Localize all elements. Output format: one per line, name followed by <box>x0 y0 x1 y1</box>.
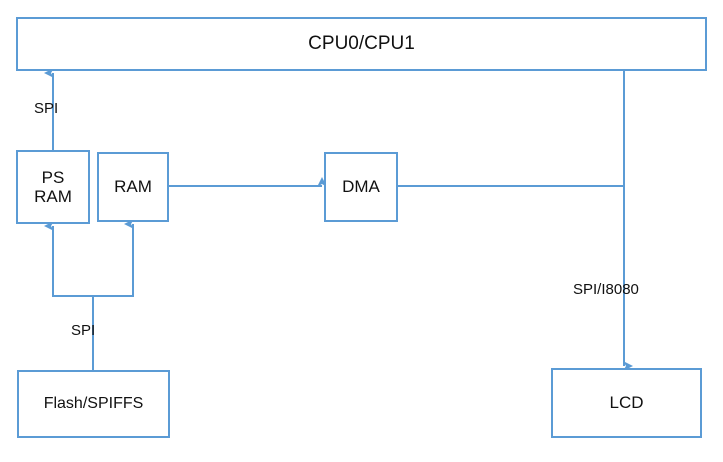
node-lcd[interactable]: LCD <box>551 368 702 438</box>
edge-label-spi-i8080-lcd: SPI/I8080 <box>573 281 639 298</box>
node-psram[interactable]: PS RAM <box>16 150 90 224</box>
node-cpu-label: CPU0/CPU1 <box>308 33 415 55</box>
node-cpu[interactable]: CPU0/CPU1 <box>16 17 707 71</box>
node-psram-label: PS RAM <box>34 167 72 206</box>
node-dma-label: DMA <box>342 177 380 197</box>
node-ram[interactable]: RAM <box>97 152 169 222</box>
edge-label-spi-psram-cpu: SPI <box>34 100 59 117</box>
node-lcd-label: LCD <box>609 393 644 413</box>
node-ram-label: RAM <box>114 177 152 197</box>
node-flash-label: Flash/SPIFFS <box>43 395 144 413</box>
node-flash[interactable]: Flash/SPIFFS <box>17 370 170 438</box>
edge-label-spi-flash-rams: SPI <box>71 322 96 339</box>
node-dma[interactable]: DMA <box>324 152 398 222</box>
